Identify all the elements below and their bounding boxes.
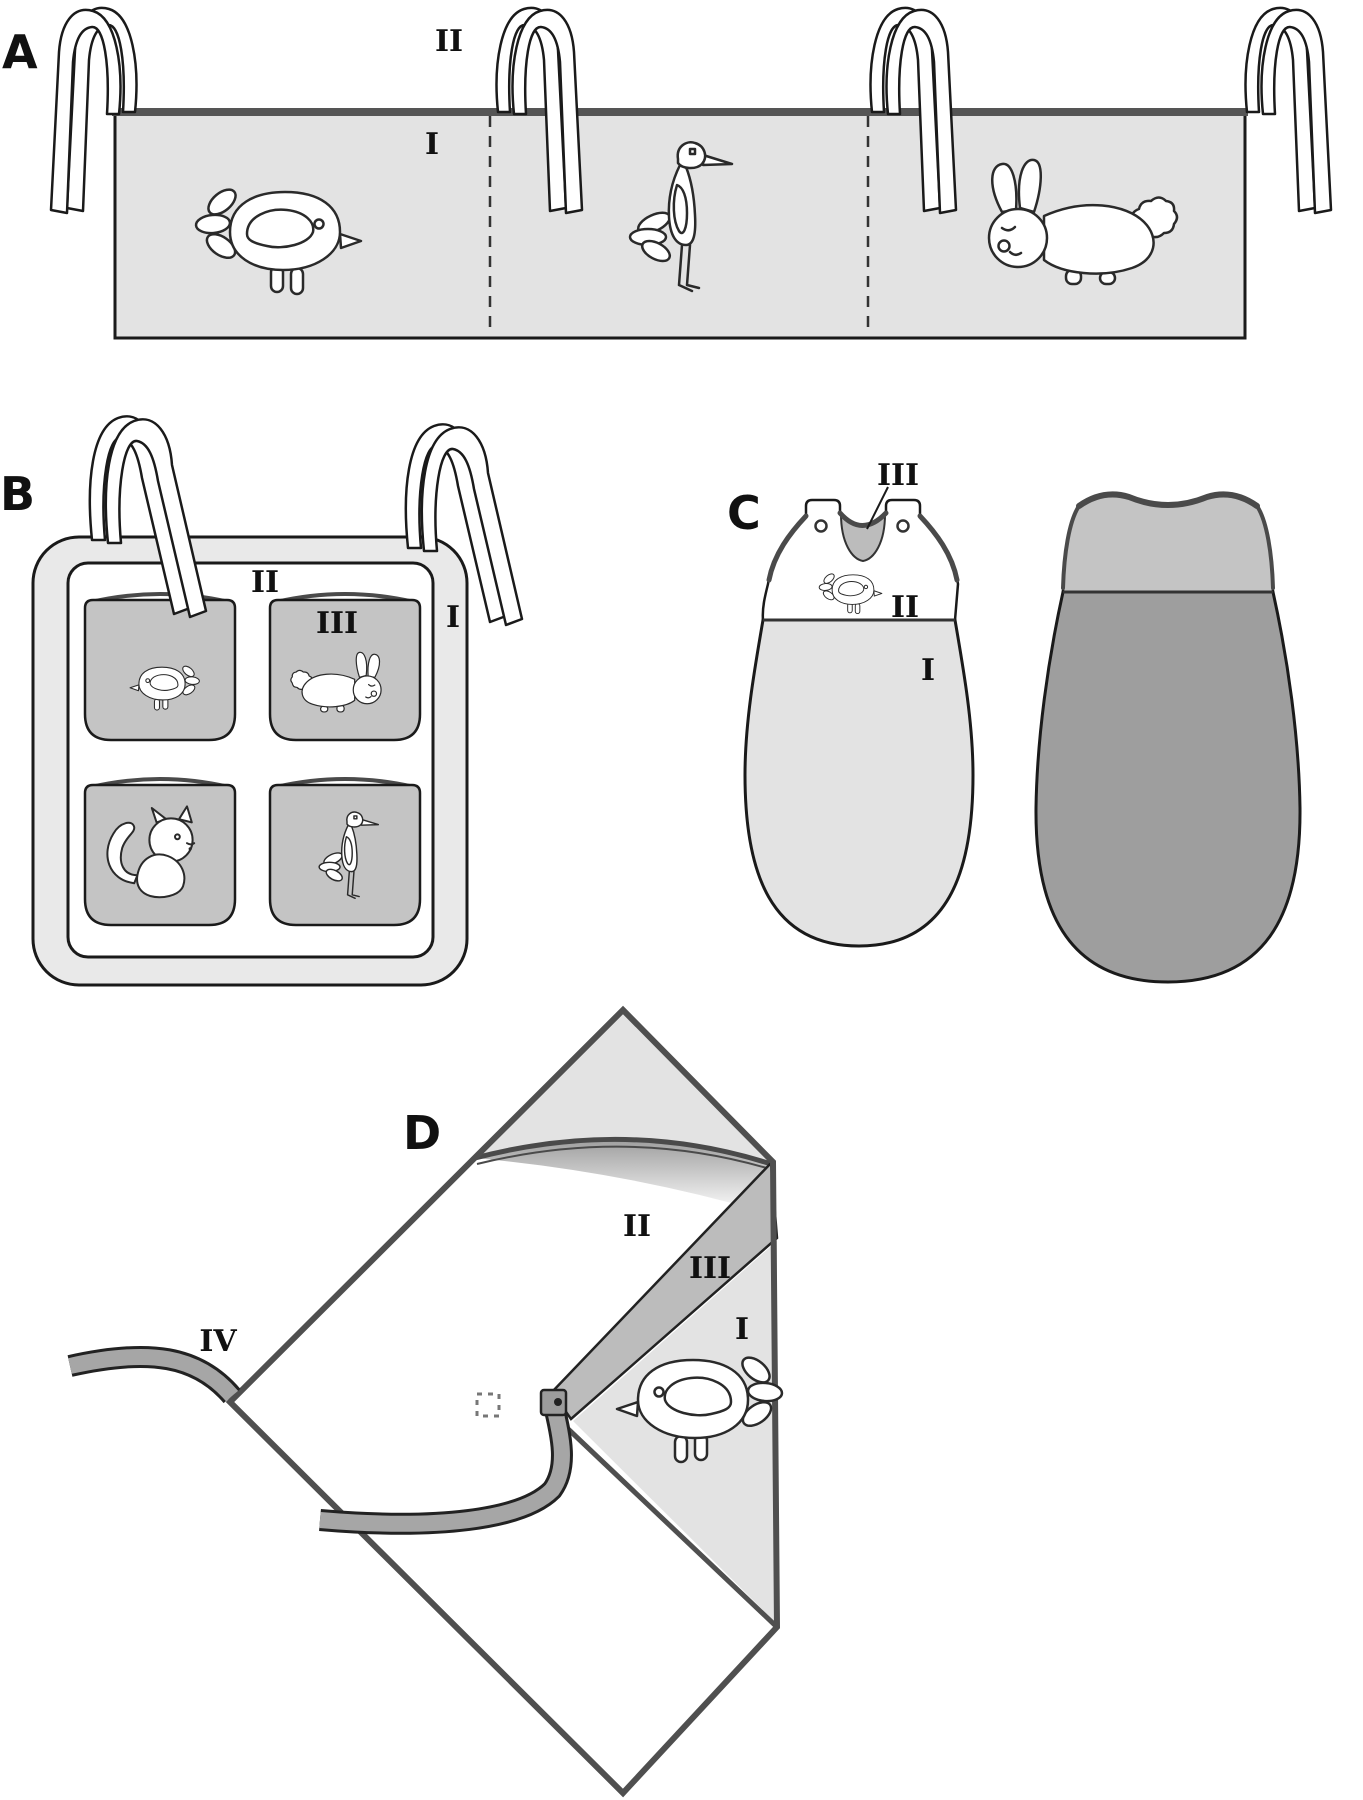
neckline-binding [837,510,889,528]
panel-b-label-iii: III [316,606,358,641]
panel-d-label-iii: III [689,1251,731,1286]
panel-c-label-iii: III [877,458,919,493]
center-tie [319,1400,570,1532]
view-d-wrap-blanket: D II III I IV [67,1005,784,1798]
label-pointer-line [866,486,889,530]
panel-c-label-ii: II [891,590,919,625]
panel-d-label-i: I [735,1312,749,1347]
snap-button-right [896,519,910,533]
flap-edge [564,1425,780,1630]
blanket-body [230,1010,777,1793]
hood [475,1010,773,1164]
back-armhole-left [1061,504,1081,590]
panel-b-label-i: I [446,600,460,635]
panel-b-label-ii: II [251,565,279,600]
panel-d-letter: D [403,1106,441,1160]
panel-a-letter: A [2,25,38,79]
hood-shadow [475,1139,771,1214]
corner-tie [68,1348,239,1402]
hood-edge-binding [474,1136,772,1167]
bag-back-yoke [1061,493,1275,594]
panel-d-label-iv: IV [199,1324,237,1359]
view-c-sleeping-bag: C III II I [727,458,1302,984]
armhole-binding-right [917,513,960,583]
panel-c-letter: C [727,486,761,540]
panel-a-label-i: I [425,127,439,162]
tie-buckle [539,1388,568,1417]
bumper-tie-4 [1244,6,1333,215]
view-b-pocket-organizer: B II III I [0,415,524,987]
bag-front-body [743,618,975,948]
back-armhole-right [1255,504,1275,590]
blanket-outline [225,1005,781,1798]
buckle-stud [554,1398,562,1406]
armhole-binding-left [766,513,809,583]
hood-edge-stitch [476,1145,771,1170]
back-neck-binding [1076,491,1260,509]
view-a-crib-bumper: A II I [2,6,1333,340]
panel-d-label-ii: II [623,1209,651,1244]
pocket-top-right [268,598,422,742]
snap-button-left [814,519,828,533]
snap-position-marker [475,1392,501,1418]
panel-a-label-ii: II [435,24,463,59]
panel-b-letter: B [0,467,35,521]
panel-c-label-i: I [921,653,935,688]
bag-back-body [1034,590,1302,984]
